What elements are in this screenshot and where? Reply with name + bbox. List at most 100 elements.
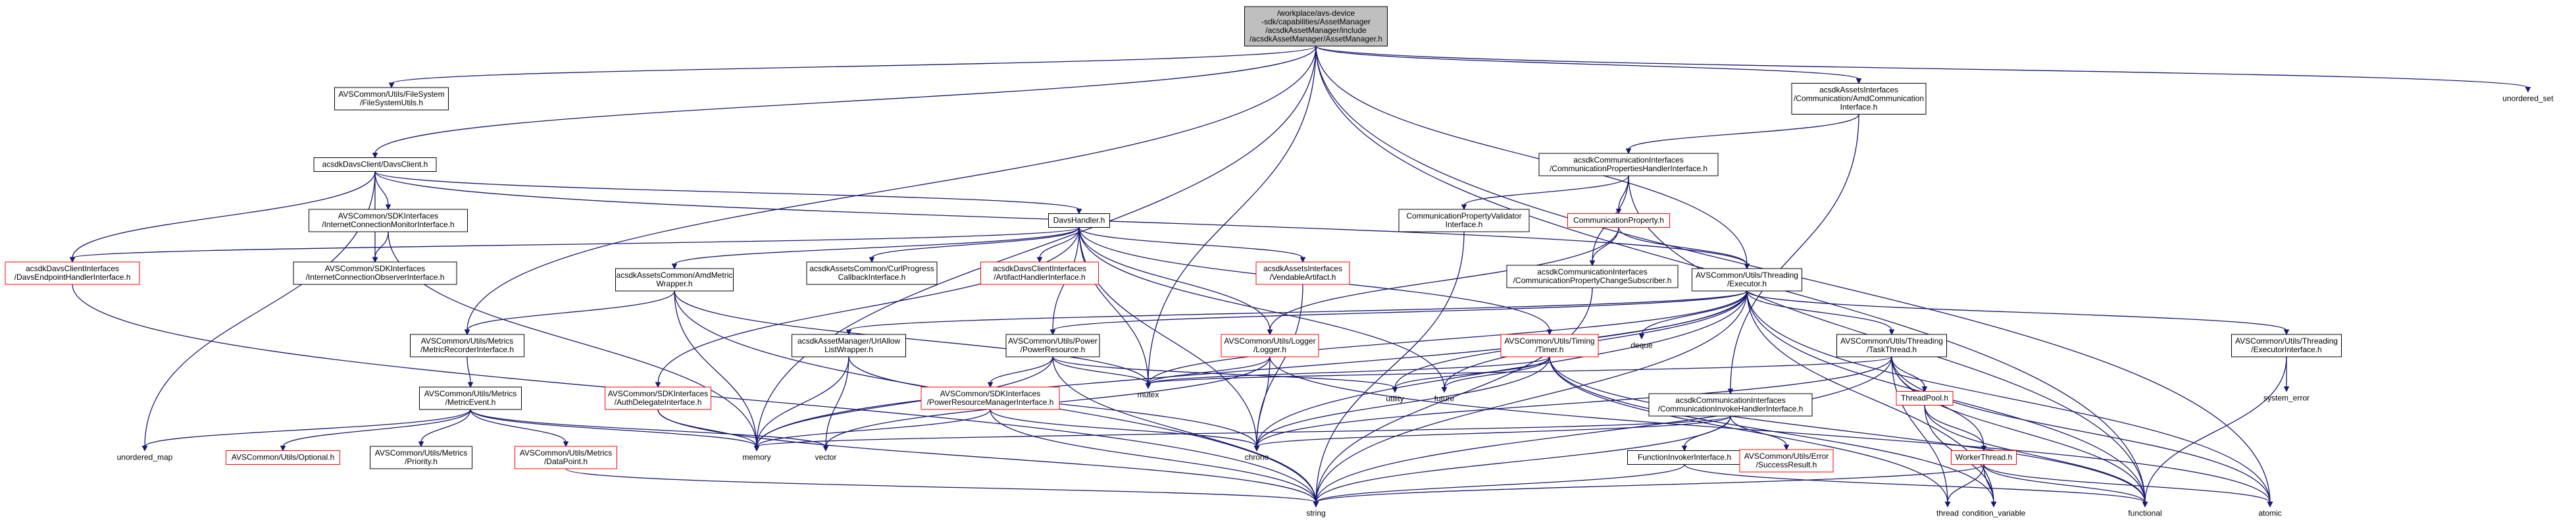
node-box	[1244, 6, 1388, 47]
edge-arrowhead	[846, 329, 852, 336]
node-executor[interactable]: AVSCommon/Utils/Threading/Executor.h	[1692, 268, 1802, 292]
node-label: acsdkAssetManager/UrlAllow	[797, 336, 900, 346]
edge-arrowhead	[2267, 502, 2273, 508]
node-label: /InternetConnectionMonitorInterface.h	[322, 220, 454, 229]
node-label: AVSCommon/Utils/Timing	[1504, 336, 1594, 346]
node-logger[interactable]: AVSCommon/Utils/Logger/Logger.h	[1221, 334, 1319, 357]
edge-datapoint-to-string	[565, 468, 1317, 504]
edge-cpvalidator-to-string	[1315, 231, 1465, 503]
node-box	[1739, 449, 1834, 473]
edge-arrowhead	[1589, 260, 1596, 267]
node-vendable[interactable]: acsdkAssetsInterfaces/VendableArtifact.h	[1255, 261, 1350, 285]
node-powerres[interactable]: AVSCommon/Utils/Power/PowerResource.h	[1005, 334, 1100, 357]
edge-arrowhead	[1888, 329, 1895, 336]
edge-arrowhead	[1981, 446, 1987, 452]
edge-powerres-to-utility	[1052, 356, 1396, 389]
node-label: Interface.h	[1446, 220, 1483, 229]
node-threadpool[interactable]: ThreadPool.h	[1896, 391, 1954, 406]
node-icmi[interactable]: AVSCommon/SDKInterfaces/InternetConnecti…	[309, 209, 468, 232]
node-commprop[interactable]: CommunicationProperty.h	[1567, 213, 1670, 228]
node-label: /TaskThread.h	[1867, 345, 1917, 354]
node-label: /MetricEvent.h	[445, 398, 496, 407]
node-label: /Timer.h	[1536, 345, 1564, 354]
edge-executor-to-powerres	[1052, 290, 1748, 331]
edge-root-to-amdcomm	[1315, 45, 1859, 80]
node-datapoint[interactable]: AVSCommon/Utils/Metrics/DataPoint.h	[515, 446, 617, 469]
edge-arrowhead	[464, 329, 470, 336]
edge-timer-to-mutex	[1148, 356, 1550, 385]
node-davsclient[interactable]: acsdkDavsClient/DavsClient.h	[313, 157, 437, 172]
node-label: AVSCommon/Utils/Power	[1008, 336, 1098, 346]
node-label: /DataPoint.h	[544, 457, 588, 466]
edges-layer	[69, 45, 2531, 508]
node-amdcomm[interactable]: acsdkAssetsInterfaces/Communication/AmdC…	[1791, 83, 1927, 115]
node-box	[1538, 153, 1719, 176]
node-label: memory	[742, 453, 770, 462]
node-metricevent[interactable]: AVSCommon/Utils/Metrics/MetricEvent.h	[419, 386, 522, 410]
edge-metricevent-to-vector	[470, 409, 826, 448]
node-priority[interactable]: AVSCommon/Utils/Metrics/Priority.h	[370, 446, 472, 469]
edge-powermgr-to-memory	[756, 409, 991, 447]
node-root[interactable]: /workplace/avs-device-sdk/capabilities/A…	[1244, 6, 1388, 47]
node-condvar: condition_variable	[1962, 509, 2026, 518]
node-box	[293, 261, 457, 285]
node-davsendpoint[interactable]: acsdkDavsClientInterfaces/DavsEndpointHa…	[5, 261, 140, 285]
node-label: thread	[1936, 509, 1959, 518]
edge-executor-to-atomic	[1746, 290, 2271, 503]
edge-authdel-to-memory	[657, 409, 757, 447]
edge-arrowhead	[1681, 446, 1688, 452]
node-powermgr[interactable]: AVSCommon/SDKInterfaces/PowerResourceMan…	[921, 386, 1060, 410]
edge-logger-to-mutex	[1148, 356, 1271, 384]
node-label: mutex	[1138, 390, 1159, 400]
edge-executor-to-deque	[1641, 290, 1748, 335]
node-box	[309, 209, 468, 232]
node-icoi[interactable]: AVSCommon/SDKInterfaces/InternetConnecti…	[293, 261, 457, 285]
node-box	[1648, 393, 1813, 417]
node-authdel[interactable]: AVSCommon/SDKInterfaces/AuthDelegateInte…	[605, 386, 711, 410]
node-label: /VendableArtifact.h	[1270, 273, 1336, 282]
node-cpvalidator[interactable]: CommunicationPropertyValidatorInterface.…	[1398, 209, 1530, 232]
edge-taskthread-to-thread	[1891, 356, 1948, 503]
edge-davshandler-to-mutex	[1078, 227, 1149, 384]
node-label: system_error	[2263, 394, 2310, 403]
node-fsutils[interactable]: AVSCommon/Utils/FileSystem/FileSystemUti…	[334, 87, 449, 111]
node-workerthread[interactable]: WorkerThread.h	[1951, 450, 2017, 465]
node-curlprog[interactable]: acsdkAssetsCommon/CurlProgressCallbackIn…	[806, 261, 938, 285]
node-functional: functional	[2128, 509, 2161, 518]
edge-workerthread-to-string	[1315, 463, 1984, 504]
node-label: vector	[815, 453, 837, 462]
node-davshandler[interactable]: DavsHandler.h	[1048, 213, 1110, 228]
node-taskthread[interactable]: AVSCommon/Utils/Threading/TaskThread.h	[1836, 334, 1947, 357]
node-label: /workplace/avs-device	[1277, 9, 1355, 18]
node-label: /Priority.h	[405, 457, 438, 466]
edge-arrowhead	[1300, 257, 1306, 263]
node-cpcs[interactable]: acsdkCommunicationInterfaces/Communicati…	[1506, 265, 1679, 288]
edge-powerres-to-string	[1052, 356, 1317, 503]
edge-threadpool-to-workerthread	[1924, 405, 1984, 447]
edge-executor-to-string	[1315, 290, 1748, 503]
node-cinvoke[interactable]: acsdkCommunicationInterfaces/Communicati…	[1648, 393, 1813, 417]
node-commprops[interactable]: acsdkCommunicationInterfaces/Communicati…	[1538, 153, 1719, 176]
node-execiface[interactable]: AVSCommon/Utils/Threading/ExecutorInterf…	[2231, 334, 2342, 357]
edge-davshandler-to-future	[1078, 227, 1445, 388]
edge-powerres-to-memory	[756, 356, 1053, 447]
node-box	[1255, 261, 1350, 285]
node-successres[interactable]: AVSCommon/Utils/Error/SuccessResult.h	[1739, 449, 1834, 473]
node-label: ThreadPool.h	[1901, 394, 1948, 403]
edge-commprops-to-cpvalidator	[1463, 175, 1629, 206]
node-funcinvoker[interactable]: FunctionInvokerInterface.h	[1627, 450, 1742, 465]
node-metricrec[interactable]: AVSCommon/Utils/Metrics/MetricRecorderIn…	[410, 334, 524, 357]
edge-amdcomm-to-cinvoke	[1730, 114, 1859, 390]
node-artifacthandler[interactable]: acsdkDavsClientInterfaces/ArtifactHandle…	[980, 261, 1099, 285]
node-label: string	[1306, 509, 1325, 518]
node-optional[interactable]: AVSCommon/Utils/Optional.h	[226, 450, 340, 465]
edge-arrowhead	[822, 446, 829, 452]
edge-workerthread-to-atomic	[1983, 464, 2271, 503]
edge-arrowhead	[1783, 444, 1790, 451]
node-timer[interactable]: AVSCommon/Utils/Timing/Timer.h	[1500, 334, 1599, 357]
node-label: AVSCommon/Utils/Threading	[2235, 336, 2338, 346]
edge-davshandler-to-curlprog	[871, 227, 1080, 259]
node-label: AVSCommon/Utils/Metrics	[375, 448, 467, 458]
